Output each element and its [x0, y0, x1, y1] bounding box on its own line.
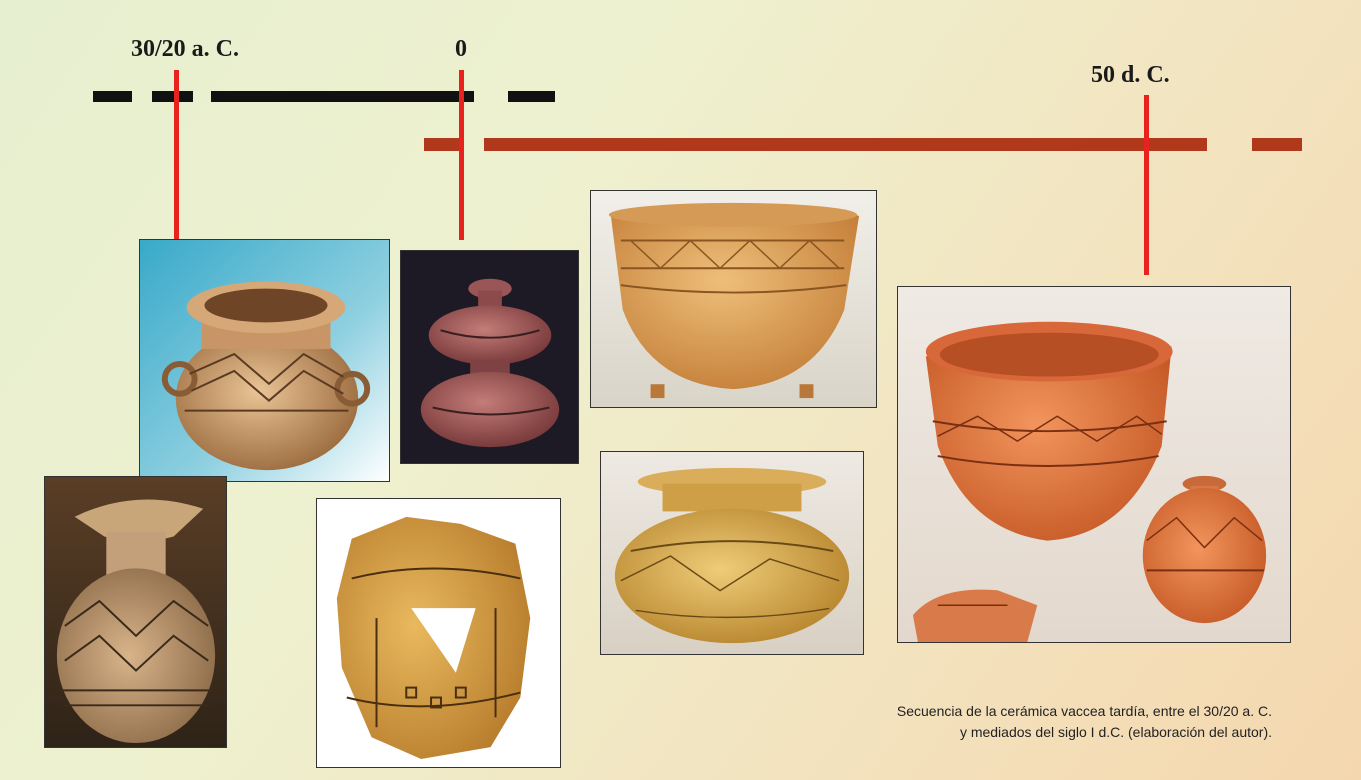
brown-timeline-segment	[1252, 138, 1302, 151]
caption-line-2: y mediados del siglo I d.C. (elaboración…	[700, 722, 1272, 743]
black-timeline-segment	[508, 91, 555, 102]
black-timeline-segment	[211, 91, 474, 102]
timeline-label-zero: 0	[455, 36, 467, 63]
photo-orange-bowl-with-small-jar-and-sherd	[897, 286, 1291, 643]
timeline-label-start: 30/20 a. C.	[131, 36, 239, 63]
timeline-label-end: 50 d. C.	[1091, 62, 1170, 89]
figure-caption: Secuencia de la cerámica vaccea tardía, …	[700, 701, 1272, 743]
black-timeline-segment	[152, 91, 193, 102]
black-timeline-segment	[93, 91, 132, 102]
date-marker-start	[174, 70, 179, 240]
date-marker-zero	[459, 70, 464, 240]
date-marker-end	[1144, 95, 1149, 275]
photo-stacked-bulb-vessel	[400, 250, 579, 464]
caption-line-1: Secuencia de la cerámica vaccea tardía, …	[700, 701, 1272, 722]
photo-painted-jug-with-spout	[44, 476, 227, 748]
photo-painted-fragment-with-triangle-gap	[316, 498, 561, 768]
photo-pot-with-ring-handles	[139, 239, 390, 482]
photo-footed-bowl	[590, 190, 877, 408]
brown-timeline-segment	[424, 138, 464, 151]
brown-timeline-segment	[484, 138, 1207, 151]
photo-squat-decorated-pot	[600, 451, 864, 655]
